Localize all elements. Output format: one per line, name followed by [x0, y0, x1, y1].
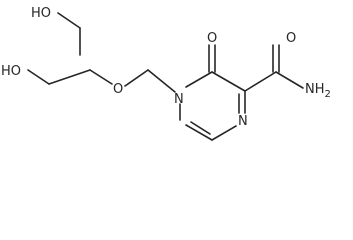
bond-c3-c2 — [211, 71, 246, 92]
chemical-structure: HO HO O N O N O NH2 — [1, 6, 331, 141]
atom-ho-left: HO — [1, 64, 21, 79]
bond-c-c-bottom-inner — [190, 121, 211, 135]
atom-nh2-main: NH — [305, 82, 325, 97]
bond-c2-camide — [244, 71, 277, 92]
atom-n-ring: N — [174, 92, 184, 107]
bond-ch2-ch-left — [48, 69, 91, 85]
bond-n-lower-c — [211, 125, 237, 141]
bond-ho-ch2-top — [57, 12, 81, 29]
atom-n-ring-lower: N — [238, 114, 248, 129]
atom-ho-top: HO — [31, 6, 51, 21]
atom-labels: HO HO O N O N O NH2 — [1, 6, 331, 129]
bond-c-c-bottom — [185, 124, 213, 141]
bond-o-ch2 — [124, 69, 149, 87]
atom-o-carbonyl: O — [207, 31, 217, 46]
bond-camide-nh2 — [275, 71, 304, 89]
atom-nh2: NH2 — [305, 82, 331, 100]
bonds — [27, 12, 304, 141]
bond-ch-o-ether — [89, 69, 113, 85]
bond-ch2-n — [147, 69, 176, 93]
bond-n-c3 — [185, 71, 213, 88]
atom-o-ether: O — [113, 82, 123, 97]
bond-ho-ch2-left — [27, 69, 50, 85]
atom-nh2-subscript: 2 — [325, 89, 331, 100]
atom-o-amide: O — [286, 31, 296, 46]
